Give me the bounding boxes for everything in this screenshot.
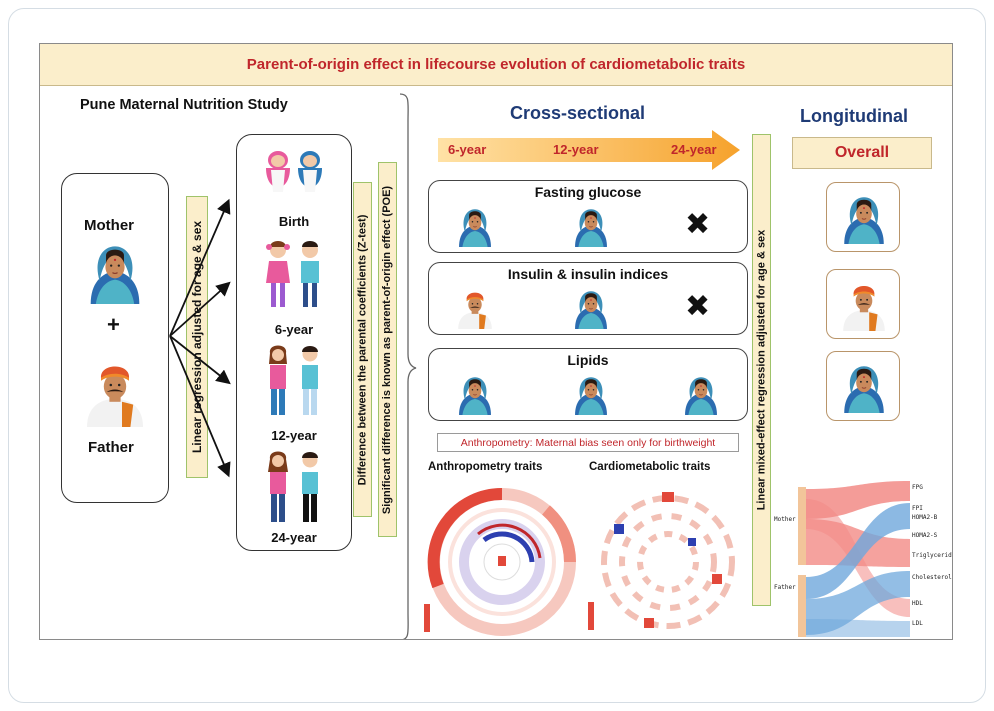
stage-24-year-label: 24-year [271, 530, 317, 545]
mother-label: Mother [84, 217, 134, 234]
mother-bias-icon [458, 376, 492, 415]
regression-arrows [169, 198, 231, 478]
sankey-trait-label: HOMA2-S [912, 532, 938, 539]
mother-bias-icon [458, 208, 492, 247]
trait-panel: Insulin & insulin indices ✖ [428, 262, 748, 335]
longitudinal-result [826, 182, 900, 252]
mother-bias-icon [574, 208, 608, 247]
mother-bias-icon [684, 376, 718, 415]
father-bias-icon [843, 286, 885, 331]
mother-icon [90, 245, 140, 304]
trait-title: Fasting glucose [534, 184, 642, 200]
cross-sectional-title: Cross-sectional [510, 103, 646, 123]
sankey-parent-label: Mother [774, 516, 796, 523]
title-bar: Parent-of-origin effect in lifecourse ev… [40, 44, 952, 86]
life-stages-box [236, 134, 352, 551]
trait-title: Insulin & insulin indices [507, 266, 669, 282]
trait-panel: Fasting glucose ✖ [428, 180, 748, 253]
sankey-trait-label: LDL [912, 620, 923, 627]
young-adults-24-year-icon [268, 451, 318, 522]
mixed-effect-label: Linear mixed-effect regression adjusted … [752, 134, 771, 606]
right-brace [399, 93, 417, 639]
sankey-diagram [798, 481, 910, 637]
timeline-6-year: 6-year [448, 142, 487, 157]
timeline-arrow [438, 130, 740, 170]
sankey-parent-label: Father [774, 584, 796, 591]
graphical-abstract: Parent-of-origin effect in lifecourse ev… [39, 43, 953, 640]
sankey-trait-label: FPG [912, 484, 923, 491]
mother-bias-icon [574, 290, 608, 329]
parents-box [61, 173, 169, 503]
trait-title: Lipids [567, 352, 609, 368]
timeline-24-year: 24-year [671, 142, 717, 157]
stage-birth-label: Birth [278, 214, 310, 229]
newborn-twins-icon [266, 151, 322, 192]
sankey-trait-label: HDL [912, 600, 923, 607]
anthropometry-note: Anthropometry: Maternal bias seen only f… [437, 433, 739, 452]
study-title: Pune Maternal Nutrition Study [80, 97, 288, 113]
longitudinal-title: Longitudinal [800, 106, 908, 126]
mother-bias-icon [843, 196, 885, 245]
linear-regression-label: Linear regression adjusted for age & sex [186, 196, 208, 478]
anthropometry-circos-plot [424, 487, 577, 636]
stage-6-year-label: 6-year [274, 322, 314, 337]
children-12-year-icon [269, 345, 318, 415]
sankey-trait-label: HOMA2-B [912, 514, 938, 521]
no-effect-cross-icon: ✖ [685, 290, 711, 323]
cardiometabolic-traits-title: Cardiometabolic traits [589, 461, 711, 473]
longitudinal-result [826, 351, 900, 421]
sankey-trait-label: Triglycerides [912, 552, 952, 559]
longitudinal-result [826, 269, 900, 339]
children-6-year-icon [266, 241, 319, 307]
cardiometabolic-circos-plot [588, 492, 735, 630]
plus-sign: + [107, 312, 120, 337]
mother-bias-icon [843, 365, 885, 414]
father-bias-icon [458, 292, 492, 329]
father-label: Father [88, 439, 134, 456]
stage-12-year-label: 12-year [271, 428, 317, 443]
poe-label: Significant difference is known as paren… [378, 162, 397, 537]
timeline-12-year: 12-year [553, 142, 599, 157]
figure-title: Parent-of-origin effect in lifecourse ev… [246, 56, 746, 73]
mother-bias-icon [574, 376, 608, 415]
trait-panel: Lipids [428, 348, 748, 421]
overall-label: Overall [792, 137, 932, 169]
sankey-trait-label: FPI [912, 505, 923, 512]
z-test-label: Difference between the parental coeffici… [353, 182, 372, 517]
no-effect-cross-icon: ✖ [685, 208, 711, 241]
father-icon [87, 366, 143, 427]
sankey-trait-label: Cholesterol [912, 574, 952, 581]
anthropometry-traits-title: Anthropometry traits [428, 461, 543, 473]
